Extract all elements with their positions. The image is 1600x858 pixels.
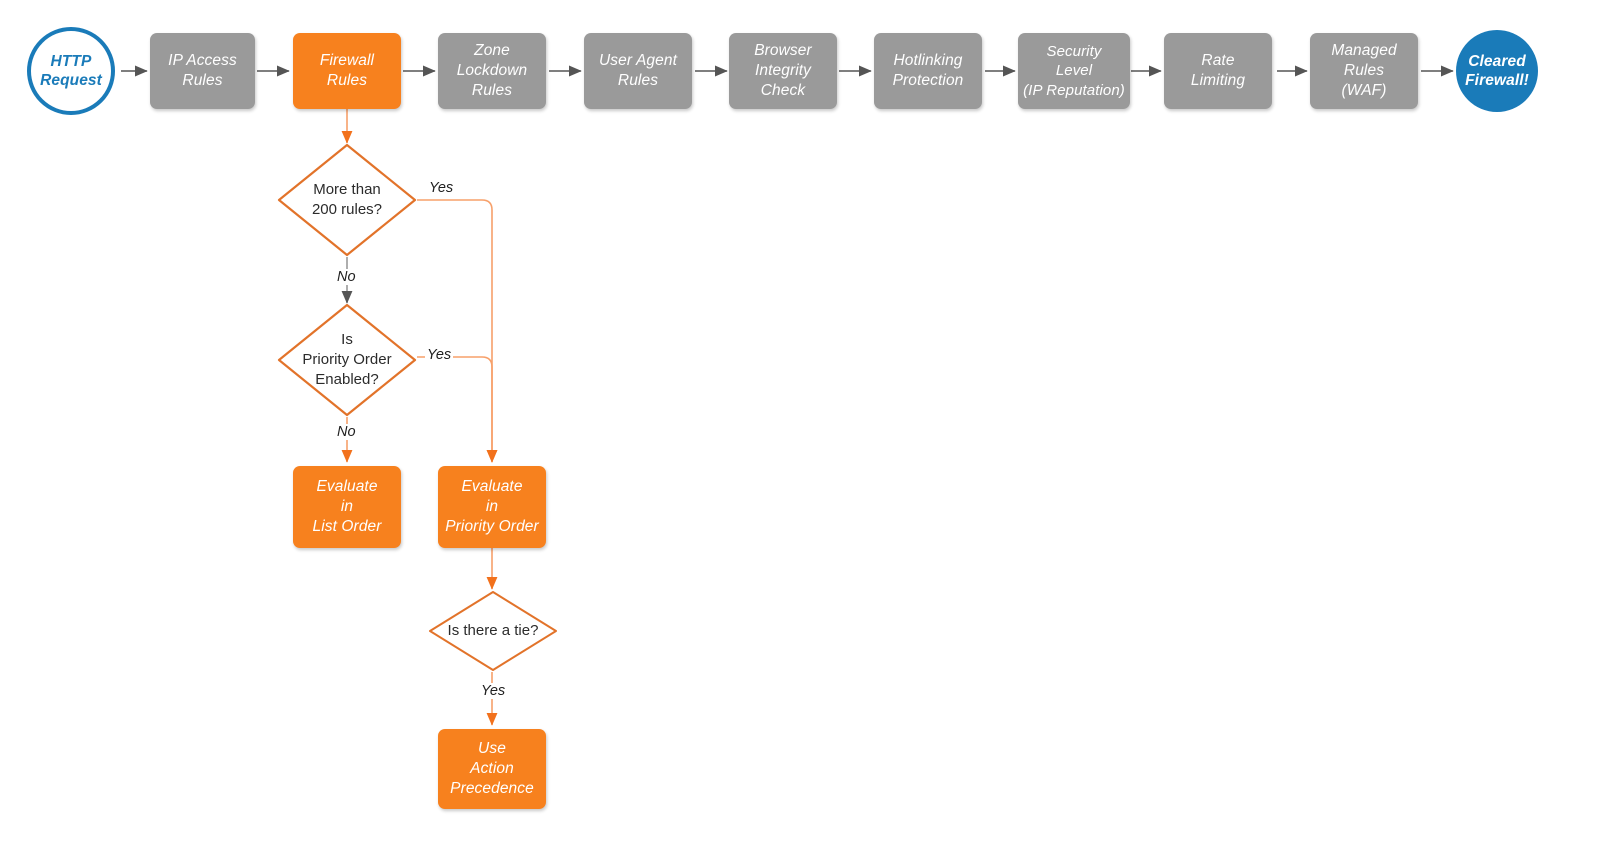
node-ip-access-rules[interactable]: IP Access Rules	[150, 33, 255, 109]
edge-label-more-than-200-no: No	[335, 269, 358, 285]
diamond-shape	[277, 303, 417, 417]
node-label: Is Priority Order Enabled?	[302, 331, 392, 388]
node-label: Cleared Firewall!	[1465, 52, 1529, 89]
node-label: Security Level (IP Reputation)	[1023, 42, 1125, 99]
node-user-agent-rules[interactable]: User Agent Rules	[584, 33, 692, 109]
diamond-shape	[277, 143, 417, 257]
edge-label-priority-order-yes: Yes	[425, 347, 454, 363]
node-label: Is there a tie?	[447, 622, 539, 640]
diamond-shape	[429, 591, 557, 671]
node-label: Zone Lockdown Rules	[456, 41, 528, 100]
node-firewall-rules[interactable]: Firewall Rules	[293, 33, 401, 109]
node-managed-rules-waf[interactable]: Managed Rules (WAF)	[1310, 33, 1418, 109]
node-http-request[interactable]: HTTP Request	[27, 27, 115, 115]
node-label: Rate Limiting	[1190, 51, 1246, 89]
node-security-level[interactable]: Security Level (IP Reputation)	[1018, 33, 1130, 109]
edge-label-priority-order-no: No	[335, 424, 358, 440]
node-cleared-firewall[interactable]: Cleared Firewall!	[1456, 30, 1538, 112]
node-use-action-precedence[interactable]: Use Action Precedence	[438, 729, 546, 809]
node-label: Evaluate in List Order	[312, 477, 382, 536]
node-label: IP Access Rules	[168, 51, 237, 89]
node-label: User Agent Rules	[599, 51, 677, 89]
node-is-priority-order-enabled[interactable]: Is Priority Order Enabled?	[277, 303, 417, 417]
edge-label-more-than-200-yes: Yes	[427, 180, 456, 196]
node-label: Hotlinking Protection	[892, 51, 964, 89]
node-label: More than 200 rules?	[311, 181, 383, 218]
node-more-than-200-rules[interactable]: More than 200 rules?	[277, 143, 417, 257]
node-label: HTTP Request	[40, 52, 102, 89]
node-label: Managed Rules (WAF)	[1331, 41, 1397, 100]
node-hotlinking-protection[interactable]: Hotlinking Protection	[874, 33, 982, 109]
node-label: Firewall Rules	[319, 51, 375, 89]
node-is-there-a-tie[interactable]: Is there a tie?	[428, 590, 558, 672]
node-zone-lockdown-rules[interactable]: Zone Lockdown Rules	[438, 33, 546, 109]
node-evaluate-in-list-order[interactable]: Evaluate in List Order	[293, 466, 401, 548]
node-browser-integrity-check[interactable]: Browser Integrity Check	[729, 33, 837, 109]
node-label: Evaluate in Priority Order	[445, 477, 539, 536]
node-label: Browser Integrity Check	[754, 41, 812, 100]
node-label: Use Action Precedence	[450, 739, 534, 798]
node-evaluate-in-priority-order[interactable]: Evaluate in Priority Order	[438, 466, 546, 548]
edge-label-tie-yes: Yes	[479, 683, 508, 699]
node-rate-limiting[interactable]: Rate Limiting	[1164, 33, 1272, 109]
